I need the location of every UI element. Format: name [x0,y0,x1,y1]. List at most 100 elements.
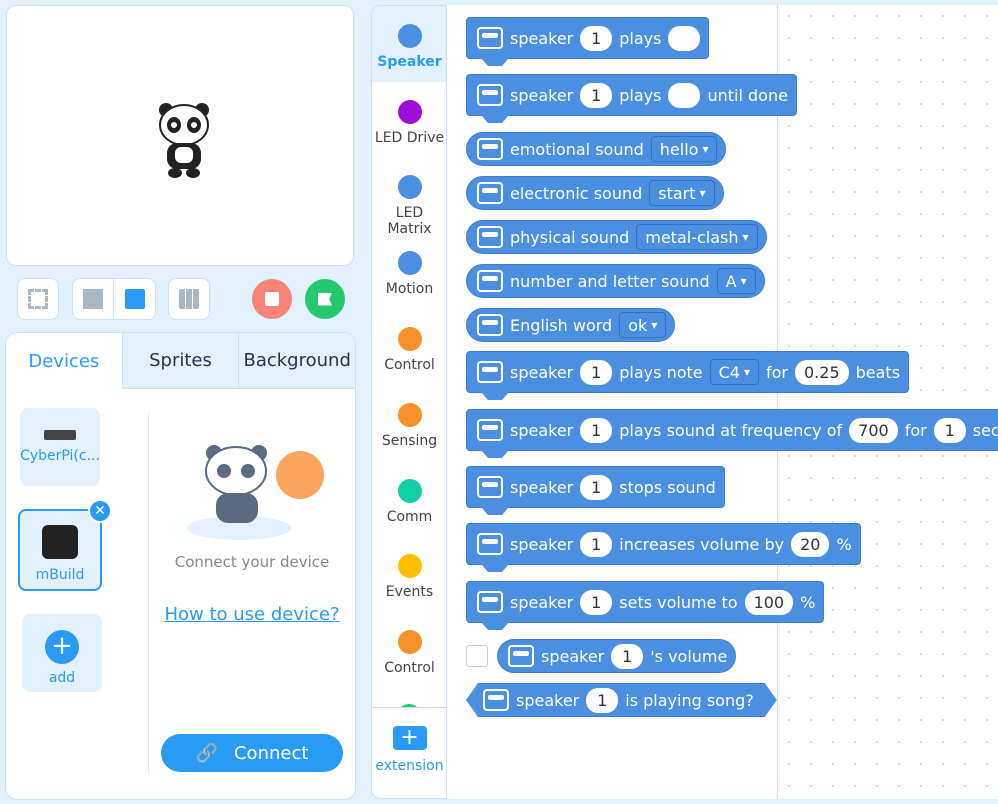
block-input[interactable]: 700 [849,417,898,443]
block-text: plays [619,85,662,105]
block-dropdown[interactable]: start▾ [649,180,715,206]
block-4[interactable]: physical sound metal-clash▾ [466,220,767,254]
block-input[interactable]: 1 [580,589,613,615]
green-flag-icon [318,292,332,306]
block-input[interactable]: 1 [580,25,613,51]
block-dropdown[interactable]: C4▾ [709,359,759,385]
extension-label: extension [375,758,444,774]
block-3[interactable]: electronic sound start▾ [466,176,724,210]
block-text: until done [707,85,788,105]
block-input[interactable]: 1 [580,474,613,500]
category-events[interactable]: Events [372,554,446,629]
stop-button[interactable] [252,279,292,319]
category-motion[interactable]: Motion [372,251,446,326]
block-text: sets volume to [619,592,738,612]
divider [148,413,149,773]
category-led-matrix[interactable]: LED Matrix [372,175,446,250]
speaker-device-icon [477,476,503,498]
add-label: add [48,670,76,686]
block-text: speaker [510,362,574,382]
speaker-device-icon [508,645,534,667]
category-label: Sensing [381,433,438,449]
tab-sprites[interactable]: Sprites [121,333,239,389]
go-button[interactable] [305,279,345,319]
dropdown-value: start [658,183,696,203]
stop-icon [265,292,279,306]
layout-small-icon[interactable] [73,279,114,319]
block-input[interactable]: 100 [744,589,794,615]
speaker-device-icon [477,314,503,336]
script-workspace[interactable] [778,5,998,799]
device-cyberpi[interactable]: CyberPi(c... [20,408,100,486]
block-palette [447,5,778,799]
block-input[interactable]: 1 [586,688,618,713]
block-input[interactable] [668,25,701,51]
category-dot-icon [397,100,422,124]
block-dropdown[interactable]: A▾ [716,268,756,294]
block-dropdown[interactable]: ok▾ [619,312,667,338]
block-input[interactable]: 1 [580,531,613,557]
extension-button[interactable]: + extension [372,707,446,798]
layout-large-icon[interactable] [114,279,155,319]
plus-icon: + [45,630,79,664]
block-text: stops sound [619,477,716,497]
connect-button[interactable]: 🔗Connect [161,734,343,772]
stage[interactable] [6,5,354,266]
block-input[interactable]: 0.25 [795,359,849,385]
category-sensing[interactable]: Sensing [372,403,446,478]
grid-button[interactable] [168,278,210,320]
dropdown-value: ok [628,315,648,335]
tab-devices[interactable]: Devices [6,333,122,389]
category-led-drive[interactable]: LED Drive [372,100,446,175]
block-input[interactable]: 1 [933,417,966,443]
block-input[interactable]: 20 [791,531,830,557]
block-dropdown[interactable]: hello▾ [650,136,718,162]
block-input[interactable]: 1 [580,359,613,385]
extension-icon: + [392,726,427,750]
tab-background[interactable]: Background [238,333,355,389]
category-comm[interactable]: Comm [372,479,446,554]
block-input[interactable] [668,82,701,108]
speaker-device-icon [477,84,503,106]
block-text: physical sound [510,227,630,247]
add-device-button[interactable]: + add [22,614,102,692]
speaker-device-icon [477,270,503,292]
remove-device-icon[interactable]: ✕ [88,499,112,523]
block-input[interactable]: 1 [611,643,644,669]
fullscreen-icon [28,289,48,309]
block-input[interactable]: 1 [580,82,613,108]
block-input[interactable]: 1 [580,417,613,443]
category-dot-icon [397,479,422,503]
block-dropdown[interactable]: metal-clash▾ [636,224,758,250]
device-mbuild[interactable]: mBuild ✕ [18,499,112,591]
category-control[interactable]: Control [372,630,446,705]
speaker-device-icon [477,361,503,383]
category-dot-icon [397,175,422,199]
speaker-device-icon [477,533,503,555]
dropdown-value: metal-clash [645,227,739,247]
monitor-checkbox[interactable] [466,645,488,667]
dropdown-value: hello [659,139,699,159]
speaker-device-icon [477,138,503,160]
fullscreen-button[interactable] [17,278,59,320]
block-text: electronic sound [510,183,643,203]
category-control[interactable]: Control [372,327,446,402]
layout-toggle[interactable] [72,278,156,320]
caret-down-icon: ▾ [702,142,709,156]
help-link[interactable]: How to use device? [164,604,340,625]
category-speaker[interactable]: Speaker [372,6,446,82]
block-text: increases volume by [619,534,785,554]
panda-sprite[interactable] [157,101,211,179]
